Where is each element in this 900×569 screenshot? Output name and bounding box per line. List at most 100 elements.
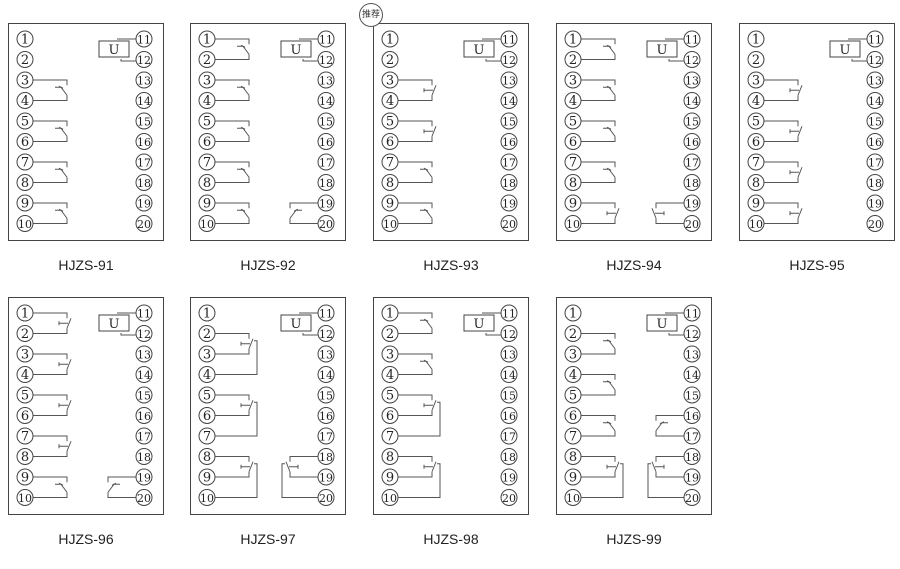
- contact-blade: [608, 127, 616, 137]
- terminal-15: [317, 386, 335, 404]
- wire: [764, 136, 799, 142]
- wire: [33, 394, 68, 401]
- wire: [33, 410, 68, 416]
- terminal-number: 1: [203, 307, 211, 322]
- coil-box: [280, 40, 312, 58]
- wire: [398, 328, 433, 334]
- terminal-14: [135, 366, 153, 383]
- terminal-18: [135, 448, 153, 465]
- wire: [215, 348, 250, 355]
- terminal-2: [16, 51, 34, 68]
- terminal-1: [16, 30, 34, 48]
- wire: [398, 136, 433, 142]
- coil-wire: [668, 59, 684, 62]
- terminal-number: 14: [685, 95, 699, 108]
- terminal-13: [317, 71, 335, 89]
- wire: [215, 218, 250, 224]
- contact-blade: [60, 168, 68, 178]
- terminal-number: 9: [569, 471, 577, 486]
- terminal-number: 13: [502, 349, 516, 362]
- terminal-17: [500, 153, 518, 171]
- terminal-18: [683, 174, 701, 191]
- terminal-number: 11: [319, 34, 333, 47]
- coil-label: U: [474, 317, 485, 332]
- terminal-number: 14: [502, 369, 516, 382]
- terminal-16: [317, 407, 335, 424]
- terminal-2: [381, 51, 399, 68]
- panel-frame: [556, 297, 712, 515]
- terminal-19: [500, 468, 518, 486]
- terminal-12: [683, 325, 701, 342]
- wire: [33, 202, 68, 209]
- terminal-number: 11: [137, 308, 151, 321]
- terminal-number: 7: [386, 430, 394, 445]
- wire: [398, 456, 433, 462]
- terminal-16: [135, 133, 153, 150]
- terminal-15: [683, 112, 701, 130]
- terminal-number: 3: [386, 74, 394, 89]
- terminal-2: [747, 51, 765, 68]
- terminal-number: 4: [21, 368, 29, 383]
- wire: [215, 456, 250, 462]
- terminal-number: 11: [137, 34, 151, 47]
- terminal-12: [866, 51, 884, 68]
- wire: [581, 120, 616, 127]
- wire: [398, 79, 433, 86]
- terminal-20: [135, 215, 153, 232]
- wire: [581, 218, 616, 224]
- terminal-number: 11: [319, 308, 333, 321]
- terminal-12: [500, 325, 518, 342]
- terminal-number: 15: [502, 390, 516, 403]
- wire: [581, 95, 616, 101]
- terminal-number: 16: [685, 410, 699, 423]
- contact-blade: [66, 441, 72, 452]
- wire: [581, 471, 616, 478]
- coil-label: U: [657, 43, 668, 58]
- terminal-number: 7: [203, 156, 211, 171]
- terminal-number: 15: [137, 116, 151, 129]
- contact-blade: [797, 208, 803, 219]
- terminal-number: 1: [386, 33, 394, 48]
- terminal-number: 15: [868, 116, 882, 129]
- contact-blade: [66, 359, 72, 370]
- panel-frame: [373, 23, 529, 241]
- terminal-number: 20: [502, 218, 516, 231]
- recommended-badge: 推荐: [359, 3, 383, 27]
- terminal-number: 6: [386, 135, 394, 150]
- terminal-number: 2: [386, 327, 394, 342]
- coil-box: [463, 314, 495, 332]
- terminal-number: 20: [137, 218, 151, 231]
- contact-no-5-6: [581, 120, 616, 142]
- terminal-number: 8: [21, 176, 29, 191]
- wire: [215, 79, 250, 86]
- terminal-number: 3: [21, 74, 29, 89]
- terminal-number: 16: [319, 410, 333, 423]
- terminal-15: [135, 112, 153, 130]
- wire: [33, 369, 68, 375]
- terminal-20: [866, 215, 884, 232]
- terminal-number: 16: [319, 136, 333, 149]
- wire: [655, 415, 684, 421]
- terminal-number: 12: [685, 328, 699, 341]
- terminal-number: 8: [569, 450, 577, 465]
- contact-nc-9-10: [764, 202, 803, 224]
- contact-blade: [248, 338, 254, 349]
- terminal-20: [500, 489, 518, 506]
- terminal-number: 20: [685, 492, 699, 505]
- terminal-number: 8: [386, 176, 394, 191]
- coil-label: U: [291, 317, 302, 332]
- terminal-number: 10: [18, 218, 32, 231]
- terminal-number: 4: [203, 368, 211, 383]
- terminal-number: 15: [137, 390, 151, 403]
- contact-no-3-4: [398, 353, 433, 375]
- terminal-number: 4: [203, 94, 211, 109]
- changeover-wire: [215, 340, 258, 375]
- terminal-13: [683, 71, 701, 89]
- contact-no-19-20: [107, 476, 136, 498]
- contact-blade: [797, 85, 803, 96]
